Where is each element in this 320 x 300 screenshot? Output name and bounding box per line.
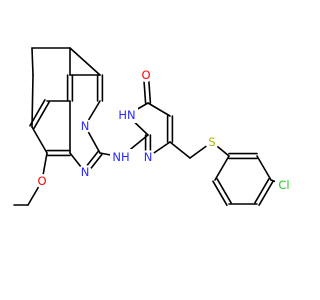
atom-o-keto: O bbox=[139, 68, 153, 82]
bond-line bbox=[256, 155, 272, 181]
atom-s-thioether: S bbox=[205, 135, 219, 149]
bond-line bbox=[69, 47, 101, 76]
atom-label: N bbox=[81, 165, 90, 179]
bond-line bbox=[31, 47, 34, 76]
atom-label: O bbox=[37, 174, 46, 188]
bond-line bbox=[214, 155, 230, 181]
atom-n-quinazoline-3: N bbox=[78, 119, 92, 133]
atom-nh-pyrimidinone: HN bbox=[116, 107, 138, 123]
atom-n-pyrimidinone-3: N bbox=[141, 150, 155, 164]
bond-line bbox=[31, 74, 34, 128]
atom-label: Cl bbox=[278, 178, 289, 192]
bond-line bbox=[216, 177, 232, 204]
atom-label: NH bbox=[112, 150, 129, 164]
atom-label: O bbox=[141, 68, 150, 82]
atom-label: HN bbox=[118, 108, 135, 122]
atom-label: S bbox=[208, 135, 215, 149]
atom-label: N bbox=[81, 119, 90, 133]
bond-line bbox=[29, 99, 46, 127]
bond-line bbox=[33, 101, 50, 129]
bond-line bbox=[31, 126, 48, 154]
bond-line bbox=[254, 177, 270, 204]
atom-o-ether: O bbox=[35, 174, 49, 188]
atom-n-quinazoline-1: N bbox=[78, 165, 92, 179]
bond-line bbox=[169, 141, 191, 159]
atom-label: N bbox=[144, 150, 153, 164]
bond-line bbox=[212, 180, 228, 207]
bond-line bbox=[147, 102, 171, 117]
atom-cl: Cl bbox=[275, 177, 293, 193]
bond-line bbox=[258, 180, 274, 207]
atom-label-layer: N N NH HN N O O S bbox=[35, 68, 293, 193]
atom-nh-linker: NH bbox=[110, 149, 132, 165]
molecule-structure-diagram: N N NH HN N O O S bbox=[13, 47, 293, 207]
